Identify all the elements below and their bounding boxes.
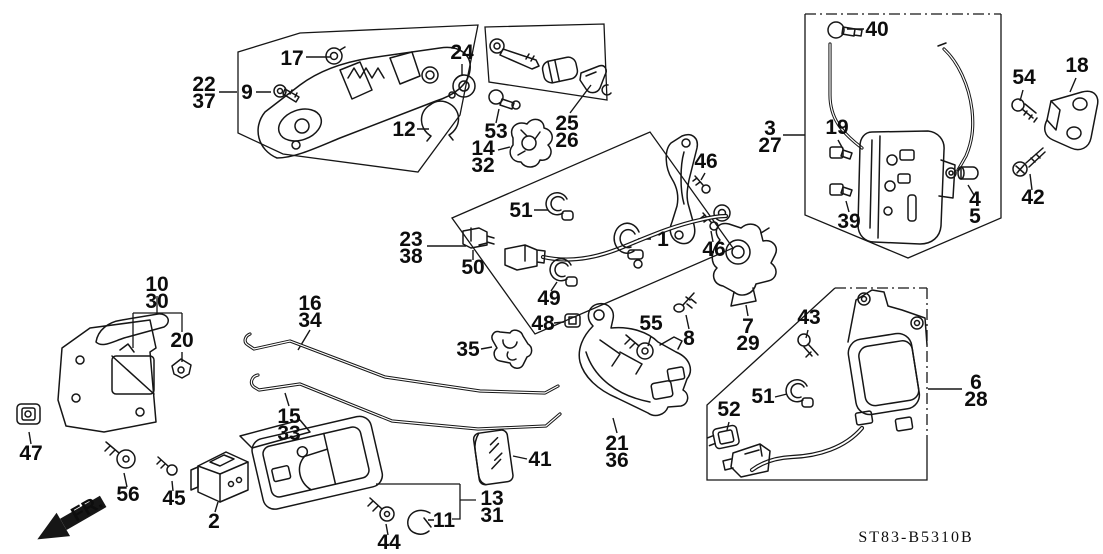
part-rod-cable-assembly bbox=[462, 192, 729, 287]
callout-50[interactable]: 50 bbox=[461, 256, 484, 279]
part-screw-55 bbox=[624, 334, 654, 360]
part-clamp-51-right bbox=[785, 379, 814, 408]
callout-53[interactable]: 53 bbox=[484, 120, 507, 143]
box-lock-cylinder-25-26 bbox=[484, 23, 608, 101]
part-screw-54 bbox=[1011, 98, 1038, 123]
part-outer-door-handle bbox=[257, 46, 471, 159]
part-grommet-48 bbox=[564, 313, 581, 328]
callout-51-right[interactable]: 51 bbox=[751, 385, 775, 408]
part-handle-bezel bbox=[239, 415, 384, 510]
part-screw-56 bbox=[104, 441, 136, 469]
part-connector-52 bbox=[707, 424, 740, 450]
part-screw-44 bbox=[367, 497, 395, 522]
callout-56[interactable]: 56 bbox=[116, 483, 139, 506]
callout-51-left[interactable]: 51 bbox=[509, 199, 533, 222]
drawing-code: ST83-B5310B bbox=[858, 529, 973, 546]
callout-48[interactable]: 48 bbox=[531, 312, 555, 335]
part-switch-2 bbox=[190, 451, 249, 503]
part-clip-20 bbox=[171, 358, 192, 379]
callout-2[interactable]: 2 bbox=[208, 510, 220, 533]
part-screw-42 bbox=[1012, 147, 1046, 177]
part-lock-bracket-14-32 bbox=[509, 118, 553, 168]
part-screw-9 bbox=[273, 84, 300, 103]
callout-43[interactable]: 43 bbox=[797, 306, 820, 329]
callout-17[interactable]: 17 bbox=[280, 47, 303, 70]
part-striker-18 bbox=[1044, 90, 1099, 151]
callout-12[interactable]: 12 bbox=[392, 118, 415, 141]
part-clip-47 bbox=[16, 403, 41, 425]
box-actuator-6-28 bbox=[706, 287, 928, 481]
callout-44[interactable]: 44 bbox=[377, 531, 401, 554]
part-cushion-41 bbox=[472, 429, 514, 486]
part-bolt-53 bbox=[488, 89, 521, 110]
part-lock-protector bbox=[578, 302, 692, 417]
part-screw-46-upper bbox=[692, 175, 711, 194]
diagram-line-art bbox=[16, 21, 1099, 535]
part-clip-12 bbox=[420, 100, 460, 142]
part-key-cylinder-set bbox=[489, 38, 612, 96]
part-clip-11 bbox=[407, 509, 432, 535]
callout-54[interactable]: 54 bbox=[1012, 66, 1036, 89]
callout-41[interactable]: 41 bbox=[528, 448, 552, 471]
part-rod-15-33 bbox=[249, 373, 562, 431]
part-lock-actuator bbox=[722, 289, 928, 478]
callout-39[interactable]: 39 bbox=[837, 210, 860, 233]
assembly-boxes bbox=[132, 13, 1002, 520]
callout-24[interactable]: 24 bbox=[450, 41, 474, 64]
box-latch-3-27 bbox=[804, 14, 1002, 259]
part-grommet-24 bbox=[452, 74, 476, 98]
callout-47[interactable]: 47 bbox=[19, 442, 42, 465]
callout-55[interactable]: 55 bbox=[639, 312, 663, 335]
part-door-lock-assembly bbox=[827, 21, 979, 245]
box-outer-handle-22-37 bbox=[237, 24, 479, 173]
part-screw-43 bbox=[797, 333, 819, 358]
callout-40[interactable]: 40 bbox=[865, 18, 888, 41]
part-screw-8 bbox=[673, 292, 697, 313]
callout-8[interactable]: 8 bbox=[683, 327, 695, 350]
callout-35[interactable]: 35 bbox=[456, 338, 480, 361]
bracket-10-30 bbox=[132, 296, 183, 348]
fr-arrow-icon bbox=[37, 495, 107, 540]
part-grommet-17 bbox=[325, 46, 346, 65]
callout-49[interactable]: 49 bbox=[537, 287, 560, 310]
callout-20[interactable]: 20 bbox=[170, 329, 193, 352]
fr-direction-indicator: FR. bbox=[37, 491, 107, 540]
callout-11[interactable]: 11 bbox=[433, 509, 456, 532]
callout-1[interactable]: 1 bbox=[657, 228, 669, 251]
callout-9[interactable]: 9 bbox=[241, 81, 253, 104]
bracket-13-31 bbox=[376, 483, 476, 520]
callout-52[interactable]: 52 bbox=[717, 398, 740, 421]
callout-46-upper[interactable]: 46 bbox=[694, 150, 717, 173]
callout-19[interactable]: 19 bbox=[825, 116, 848, 139]
callout-45[interactable]: 45 bbox=[162, 487, 186, 510]
part-screw-45 bbox=[156, 456, 178, 476]
callout-18[interactable]: 18 bbox=[1065, 54, 1089, 77]
box-actuator-6-28-top bbox=[835, 287, 928, 440]
part-lock-crank-bracket bbox=[711, 222, 777, 307]
callout-46-lower[interactable]: 46 bbox=[702, 238, 725, 261]
part-bracket-35 bbox=[491, 329, 533, 369]
part-rod-16-34 bbox=[243, 332, 560, 395]
part-inner-door-handle bbox=[57, 313, 169, 433]
callout-42[interactable]: 42 bbox=[1021, 186, 1044, 209]
leader-lines bbox=[28, 28, 1077, 536]
